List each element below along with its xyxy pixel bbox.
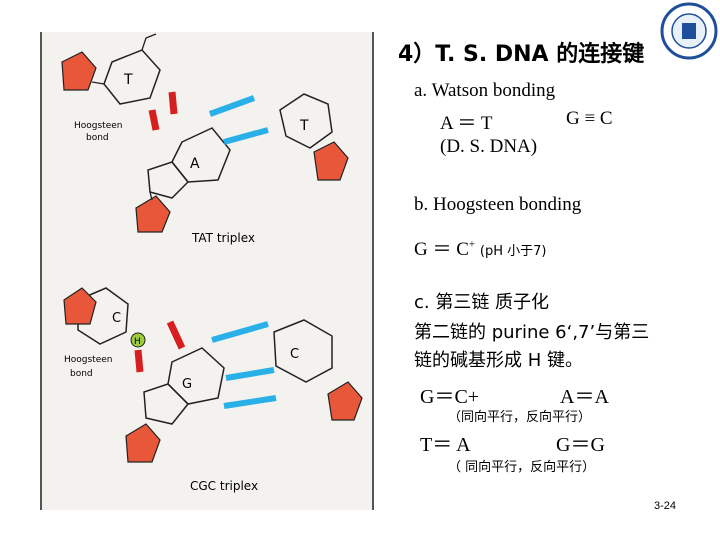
sugar-pentagon-6 xyxy=(125,423,161,463)
third-line-3: 链的碱基形成 H 键。 xyxy=(414,350,583,371)
bond-label-2: bond xyxy=(70,369,93,379)
watson-bond-5 xyxy=(223,395,277,409)
bond-label-1: bond xyxy=(86,133,109,143)
triplex-drawing: T A T Hoogsteen bond TAT triplex C H xyxy=(61,33,363,493)
hoogsteen-bond-4 xyxy=(134,349,144,373)
sugar-pentagon-2 xyxy=(313,141,349,181)
university-logo xyxy=(660,2,718,60)
base-label-t2: T xyxy=(299,118,309,134)
note-orientation-2: （ 同向平行，反向平行） xyxy=(448,460,596,475)
hoogsteen-label-1: Hoogsteen xyxy=(74,121,123,131)
watson-bond-2 xyxy=(223,127,269,145)
slide-title: 4）T. S. DNA 的连接键 xyxy=(398,42,645,67)
c-ring-right xyxy=(273,319,333,383)
base-label-c2: C xyxy=(290,347,299,362)
pair-gg: G＝G xyxy=(556,434,605,456)
cgc-caption: CGC triplex xyxy=(190,479,258,493)
pair-gc-plus: G＝C+ xyxy=(420,386,480,408)
watson-bond-4 xyxy=(225,367,275,381)
proton-h-marker xyxy=(130,332,146,348)
hoogsteen-bond-2 xyxy=(148,109,160,131)
hoogsteen-pair: G ＝ C xyxy=(414,239,469,260)
t-ring-right xyxy=(279,93,333,149)
g-ring xyxy=(167,347,225,405)
h-label: H xyxy=(134,337,141,347)
base-label-t1: T xyxy=(123,72,133,88)
watson-pair-at: A ＝ T xyxy=(440,113,493,134)
watson-heading: a. Watson bonding xyxy=(414,80,556,101)
hoogsteen-condition: (pH 小于7) xyxy=(479,244,547,259)
hoogsteen-sup: + xyxy=(468,238,476,251)
triplex-figure-panel: T A T Hoogsteen bond TAT triplex C H xyxy=(40,32,374,510)
watson-note: (D. S. DNA) xyxy=(440,136,538,157)
hoogsteen-bond-1 xyxy=(168,91,178,115)
sugar-pentagon-5 xyxy=(327,381,363,421)
hoogsteen-bond-3 xyxy=(166,320,186,350)
base-label-c1: C xyxy=(112,311,121,326)
hoogsteen-label-2: Hoogsteen xyxy=(64,355,113,365)
sugar-pentagon-4 xyxy=(63,287,97,325)
c-ring-left xyxy=(77,287,129,345)
third-heading: c. 第三链 质子化 xyxy=(414,292,550,313)
pair-aa: A＝A xyxy=(560,386,609,408)
tat-caption: TAT triplex xyxy=(191,231,255,245)
page-number: 3-24 xyxy=(654,500,677,512)
note-orientation-1: （同向平行，反向平行） xyxy=(448,410,592,425)
base-label-g: G xyxy=(182,377,192,392)
pair-ta: T＝ A xyxy=(420,434,471,456)
sugar-pentagon-1 xyxy=(61,51,97,91)
hoogsteen-pair-line: G ＝ C+ (pH 小于7) xyxy=(414,234,546,261)
third-line-2: 第二链的 purine 6‘,7’与第三 xyxy=(414,322,650,343)
watson-bond-1 xyxy=(208,95,256,117)
base-label-a: A xyxy=(190,156,200,172)
watson-pair-gc: G ≡ C xyxy=(566,108,613,129)
watson-bond-3 xyxy=(211,321,269,343)
hoogsteen-heading: b. Hoogsteen bonding xyxy=(414,194,582,215)
sugar-pentagon-3 xyxy=(135,195,171,233)
